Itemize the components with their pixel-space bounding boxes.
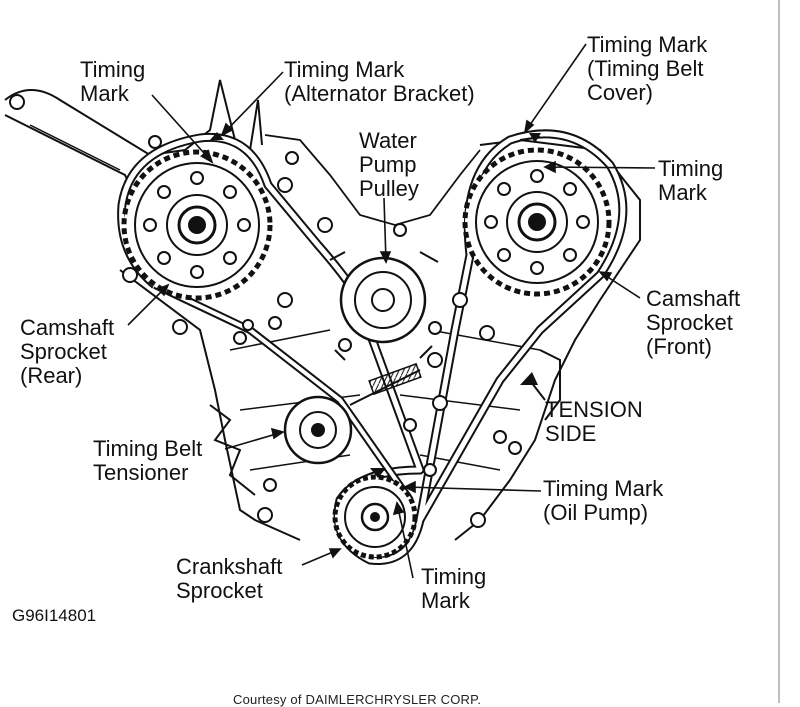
label-crankshaft-sprocket: Crankshaft Sprocket [176,554,283,603]
label-timing-mark-alternator-bracket: Timing Mark (Alternator Bracket) [284,57,475,106]
crankshaft-sprocket [332,474,418,560]
label-timing-mark-crank: Timing Mark [421,564,487,613]
page-edge-divider [778,0,780,703]
water-pump-pulley [329,251,439,361]
leader-lines [127,43,656,579]
camshaft-sprocket-front [462,147,612,297]
label-timing-mark-front: Timing Mark [658,156,724,205]
label-timing-mark-oil-pump: Timing Mark (Oil Pump) [543,476,664,525]
figure-code: G96I14801 [12,606,97,625]
label-camshaft-sprocket-rear: Camshaft Sprocket (Rear) [20,315,115,388]
bolts [122,135,522,528]
label-camshaft-sprocket-front: Camshaft Sprocket (Front) [646,286,741,359]
label-water-pump-pulley: Water Pump Pulley [359,128,419,201]
label-timing-mark-belt-cover: Timing Mark (Timing Belt Cover) [587,32,708,105]
timing-belt-tensioner [283,362,422,465]
tension-side-arrow [520,372,546,401]
timing-mark-tabs [210,132,541,478]
camshaft-sprocket-rear [121,149,273,301]
label-timing-mark-rear: Timing Mark [80,57,146,106]
label-timing-belt-tensioner: Timing Belt Tensioner [93,436,203,485]
credit-line: Courtesy of DAIMLERCHRYSLER CORP. [233,692,482,707]
label-tension-side: TENSION SIDE [545,397,643,446]
